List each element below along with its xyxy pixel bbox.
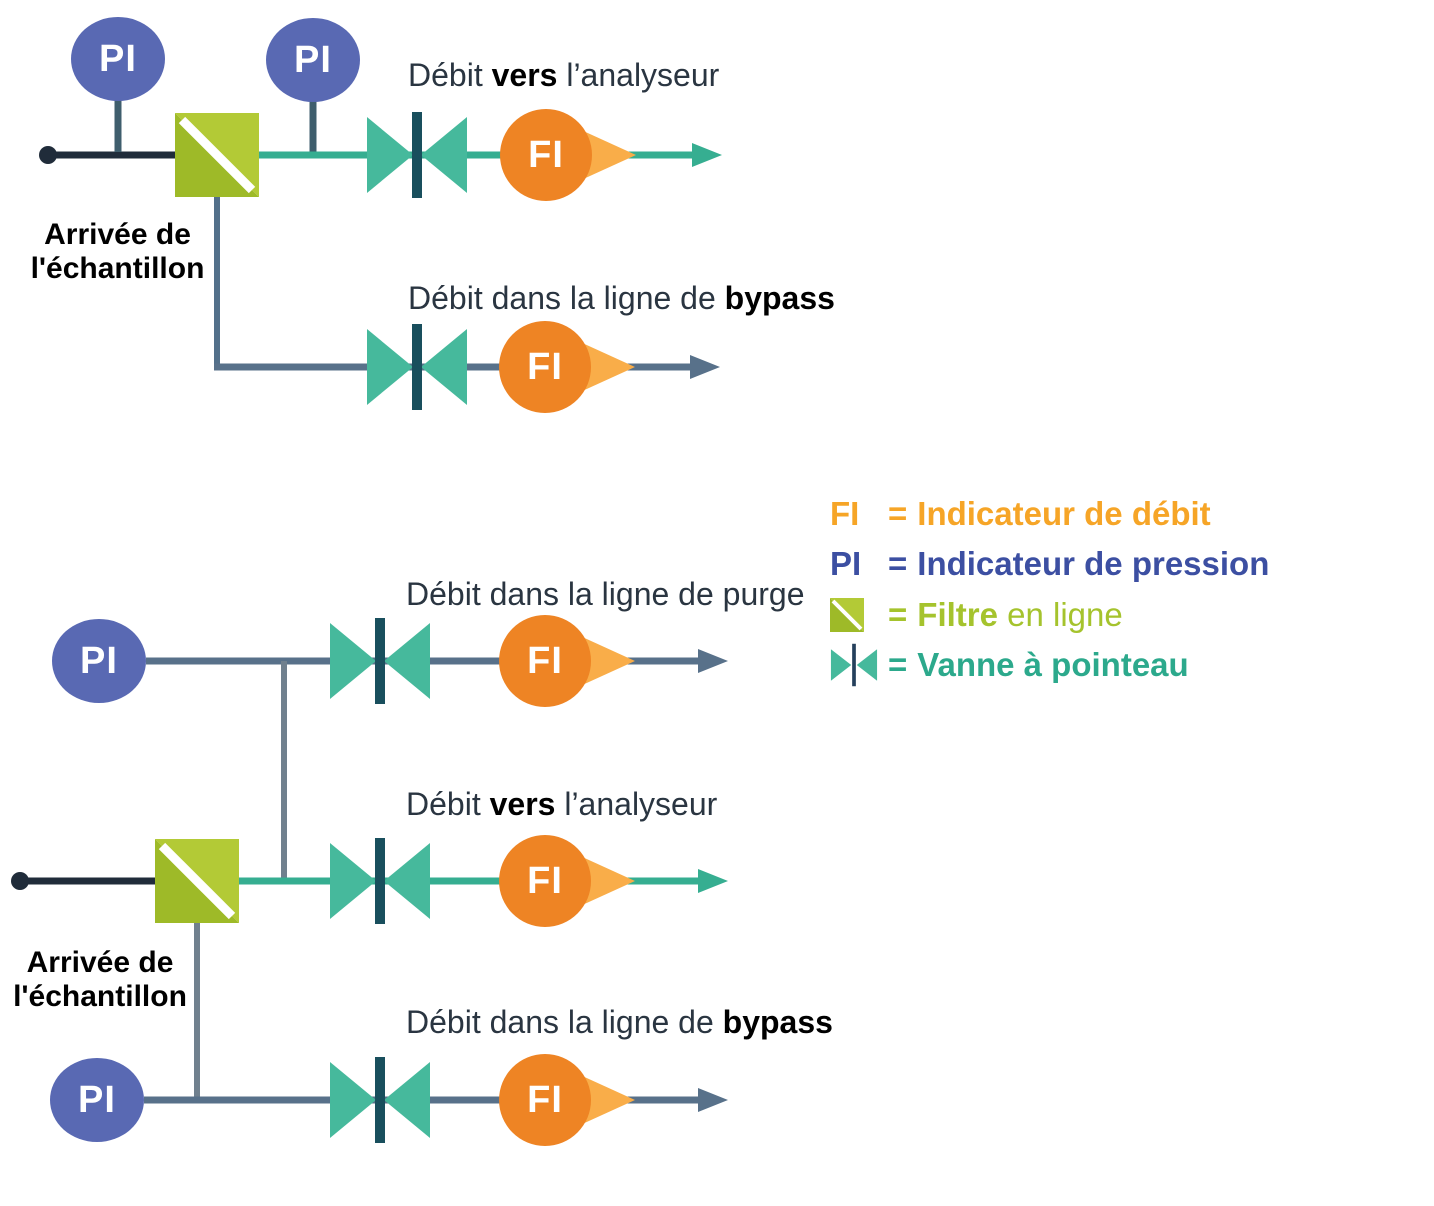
flow-arrow-icon <box>690 355 720 379</box>
needle-valve-icon <box>367 112 467 198</box>
pi-badge-top-analyzer: PI <box>266 18 360 102</box>
pi-badge-purge: PI <box>52 619 146 703</box>
fi-badge-bypass: FI <box>499 1054 591 1146</box>
legend-valve-label: Vanne à pointeau <box>917 646 1189 683</box>
fi-badge-top-analyzer: FI <box>500 109 592 201</box>
equals-sign: = <box>888 495 908 532</box>
flow-arrow-icon <box>698 869 728 893</box>
filter-icon <box>830 598 878 632</box>
legend-row-pressure-indicator: PI = Indicateur de pression <box>830 542 1269 586</box>
fi-badge-purge: FI <box>499 615 591 707</box>
legend-filter-label: Filtre en ligne <box>917 596 1123 633</box>
needle-valve-icon <box>330 1057 430 1143</box>
legend-row-flow-indicator: FI = Indicateur de débit <box>830 492 1211 536</box>
equals-sign: = <box>888 646 908 683</box>
fi-badge-top-bypass: FI <box>499 321 591 413</box>
top-diagram <box>39 100 722 410</box>
needle-valve-icon <box>330 618 430 704</box>
bottom-bypass-label: Débit dans la ligne de bypass <box>406 1004 833 1040</box>
flow-arrow-icon <box>698 1088 728 1112</box>
top-inlet-dot <box>39 146 57 164</box>
legend-row-inline-filter: = Filtre en ligne <box>830 593 1123 637</box>
top-bypass-label: Débit dans la ligne de bypass <box>408 280 835 316</box>
inline-filter-icon <box>155 839 239 923</box>
flow-arrow-icon <box>698 649 728 673</box>
bottom-diagram <box>11 618 728 1143</box>
legend-pi-symbol: PI <box>830 545 862 582</box>
purge-label: Débit dans la ligne de purge <box>406 576 805 612</box>
inline-filter-icon <box>175 113 259 197</box>
legend-fi-label: Indicateur de débit <box>917 495 1211 532</box>
equals-sign: = <box>888 596 908 633</box>
pi-badge-top-inlet: PI <box>71 17 165 101</box>
needle-valve-icon <box>830 642 878 688</box>
equals-sign: = <box>888 545 908 582</box>
bottom-analyzer-label: Débit vers l’analyseur <box>406 786 718 822</box>
legend-row-needle-valve: = Vanne à pointeau <box>830 643 1189 687</box>
top-inlet-label: Arrivée de l'échantillon <box>30 218 205 285</box>
needle-valve-icon <box>330 838 430 924</box>
needle-valve-icon <box>367 324 467 410</box>
bottom-inlet-label: Arrivée de l'échantillon <box>13 946 187 1013</box>
bottom-inlet-dot <box>11 872 29 890</box>
fi-badge-analyzer: FI <box>499 835 591 927</box>
pi-badge-bypass: PI <box>50 1058 144 1142</box>
legend-pi-label: Indicateur de pression <box>917 545 1270 582</box>
top-analyzer-label: Débit vers l’analyseur <box>408 57 720 93</box>
flow-arrow-icon <box>692 143 722 167</box>
legend-fi-symbol: FI <box>830 495 860 532</box>
